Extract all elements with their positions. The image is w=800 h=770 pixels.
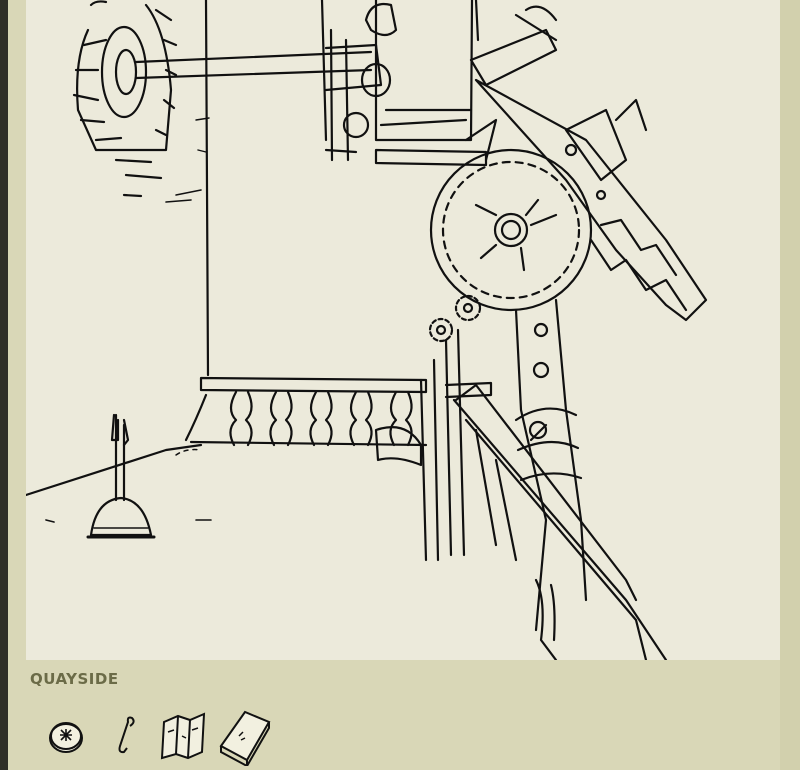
- location-title: QUAYSIDE: [30, 670, 119, 688]
- scene-illustration: [26, 0, 708, 660]
- game-scene[interactable]: [26, 0, 780, 660]
- window-right-edge: [780, 0, 800, 770]
- inventory-coin[interactable]: [46, 708, 86, 766]
- brick-furnace-icon: [72, 0, 178, 198]
- window-left-edge: [0, 0, 8, 770]
- cogwheel-icon: [429, 148, 593, 312]
- hook-icon: [118, 716, 135, 754]
- bell-lever-hotspot[interactable]: [86, 410, 156, 540]
- inventory-hook[interactable]: [110, 708, 140, 766]
- rack-arm-icon: [469, 5, 708, 322]
- handrail-icon: [374, 328, 668, 660]
- inventory-map[interactable]: [158, 708, 208, 766]
- coin-icon: [49, 722, 83, 753]
- book-icon: [219, 710, 271, 766]
- inventory-book[interactable]: [213, 708, 273, 766]
- wall-furnace-hotspot[interactable]: [71, 0, 181, 170]
- balustrade-hotspot[interactable]: [186, 375, 431, 450]
- inventory-panel: QUAYSIDE: [8, 660, 780, 770]
- quay-railing-hotspot[interactable]: [421, 330, 671, 660]
- toothed-arm-hotspot[interactable]: [471, 20, 711, 320]
- railing-icon: [184, 376, 428, 447]
- lever-bell-icon: [86, 413, 156, 539]
- folded-map-icon: [160, 712, 206, 760]
